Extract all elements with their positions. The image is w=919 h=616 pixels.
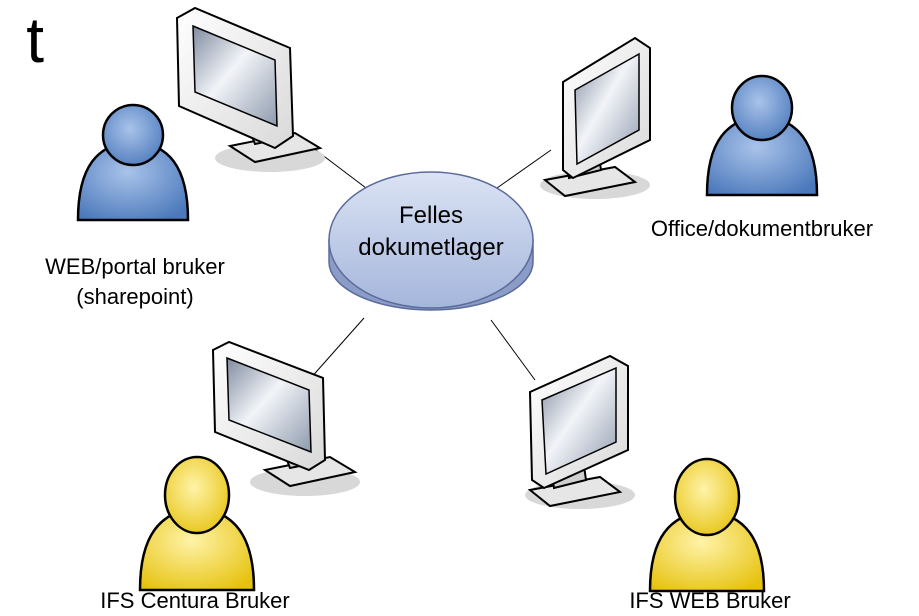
person-office-icon: [705, 74, 819, 197]
ifs-web-user-label: IFS WEB Bruker: [600, 586, 820, 616]
web-portal-user-label: WEB/portal bruker (sharepoint): [10, 252, 260, 312]
shared-document-store: [328, 171, 534, 311]
monitor-top-left: [175, 6, 325, 172]
monitor-bottom-left: [211, 340, 360, 496]
connector-bottom-left: [308, 317, 365, 381]
connector-bottom-right: [490, 319, 536, 381]
person-web-portal-icon: [76, 103, 190, 222]
person-ifs-centura-icon: [138, 455, 256, 592]
ifs-centura-user-label: IFS Centura Bruker: [75, 586, 315, 616]
person-ifs-web-icon: [648, 457, 766, 593]
web-portal-user-label-line1: WEB/portal bruker: [45, 254, 225, 279]
title-fragment: t: [26, 4, 44, 76]
web-portal-user-label-line2: (sharepoint): [76, 284, 194, 309]
hub-label: Felles dokumetlager: [331, 200, 531, 264]
office-user-label: Office/dokumentbruker: [612, 214, 912, 244]
ifs-web-user-label-line1: IFS WEB Bruker: [629, 588, 791, 613]
monitor-top-right: [540, 36, 651, 199]
connector-top-right: [496, 149, 552, 189]
office-user-label-line1: Office/dokumentbruker: [650, 216, 874, 241]
hub-label-line1: Felles: [398, 202, 464, 229]
monitor-bottom-right: [525, 354, 635, 509]
ifs-centura-user-label-line1: IFS Centura Bruker: [100, 588, 290, 613]
hub-label-line2: dokumetlager: [358, 234, 504, 261]
